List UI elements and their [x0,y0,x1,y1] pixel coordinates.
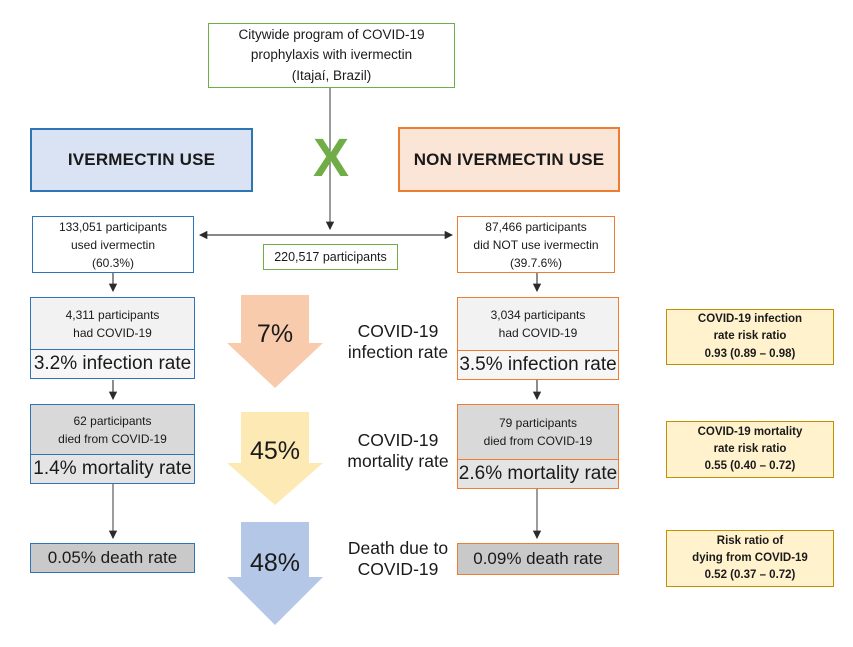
non-ivermectin-infection-count: 3,034 participants had COVID-19 [458,298,618,350]
ivermectin-mortality-rate: 1.4% mortality rate [31,454,194,483]
total-participants-box: 220,517 participants [263,244,398,270]
non-ivermectin-death-rate-box: 0.09% death rate [457,543,619,575]
infection-risk-ratio-box: COVID-19 infection rate risk ratio 0.93 … [666,309,834,365]
ivermectin-infection-box: 4,311 participants had COVID-19 3.2% inf… [30,297,195,379]
non-ivermectin-death-count: 79 participants died from COVID-19 [458,405,618,459]
mortality-reduction-value: 45% [249,437,301,465]
infection-reduction-arrow [227,295,323,388]
ivermectin-death-count: 62 participants died from COVID-19 [31,405,194,454]
non-ivermectin-infection-rate: 3.5% infection rate [458,350,618,379]
death-reduction-arrow [227,522,323,625]
mortality-reduction-label: COVID-19 mortality rate [347,430,449,471]
ivermectin-death-rate-box: 0.05% death rate [30,543,195,573]
mortality-reduction-arrow [227,412,323,505]
death-reduction-label: Death due to COVID-19 [347,538,449,579]
mortality-risk-ratio-box: COVID-19 mortality rate risk ratio 0.55 … [666,421,834,478]
non-ivermectin-mortality-box: 79 participants died from COVID-19 2.6% … [457,404,619,489]
non-ivermectin-mortality-rate: 2.6% mortality rate [458,459,618,488]
ivermectin-participants-box: 133,051 participants used ivermectin (60… [32,216,194,273]
infection-reduction-label: COVID-19 infection rate [347,321,449,362]
death-reduction-value: 48% [249,549,301,577]
versus-x-mark: X [312,128,350,188]
non-ivermectin-participants-box: 87,466 participants did NOT use ivermect… [457,216,615,273]
ivermectin-mortality-box: 62 participants died from COVID-19 1.4% … [30,404,195,484]
infection-reduction-value: 7% [256,320,294,348]
ivermectin-group-header: IVERMECTIN USE [30,128,253,192]
death-risk-ratio-box: Risk ratio of dying from COVID-19 0.52 (… [666,530,834,587]
non-ivermectin-infection-box: 3,034 participants had COVID-19 3.5% inf… [457,297,619,380]
ivermectin-infection-rate: 3.2% infection rate [31,349,194,378]
program-title-box: Citywide program of COVID-19 prophylaxis… [208,23,455,88]
ivermectin-infection-count: 4,311 participants had COVID-19 [31,298,194,349]
non-ivermectin-group-header: NON IVERMECTIN USE [398,127,620,192]
